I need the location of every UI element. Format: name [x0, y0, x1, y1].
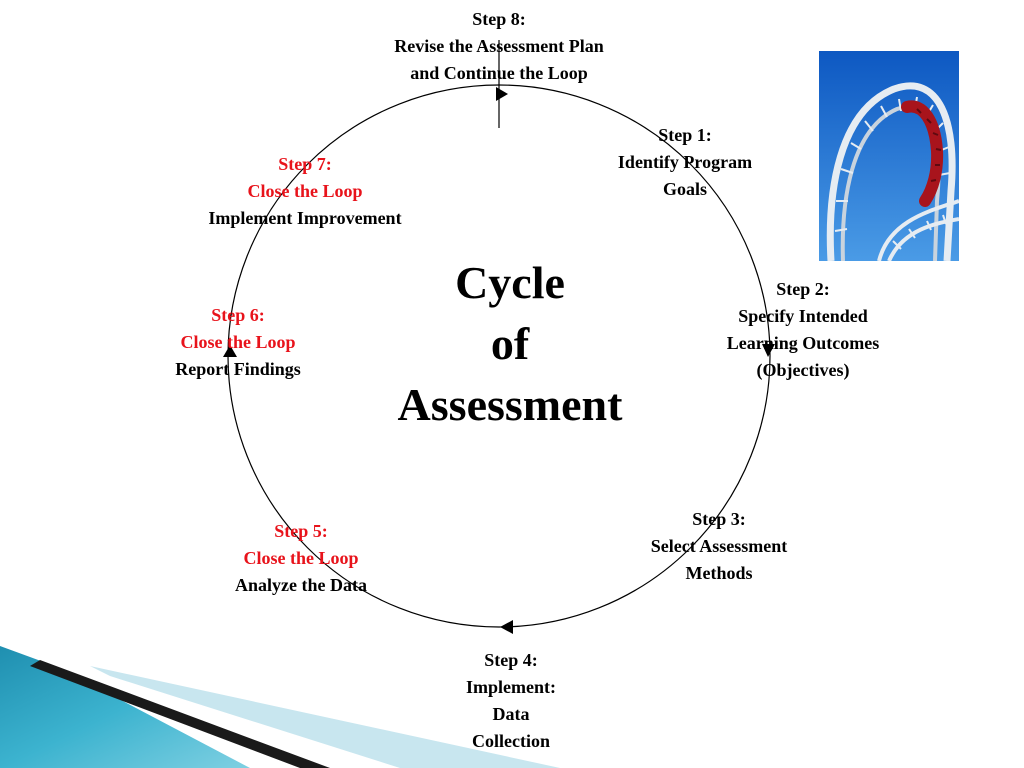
step-5-line-1: Close the Loop: [243, 548, 359, 568]
step-7-line-1: Close the Loop: [247, 181, 363, 201]
roller-coaster-photo: [819, 51, 959, 261]
step-4-line-1: Implement:: [466, 677, 556, 697]
step-1-label: Step 1: Identify Program Goals: [585, 122, 785, 203]
step-4-heading: Step 4:: [484, 650, 538, 670]
step-3-heading: Step 3:: [692, 509, 746, 529]
step-2-line-3: (Objectives): [756, 360, 850, 380]
swoosh-light-band: [90, 666, 560, 768]
step-7-line-2: Implement Improvement: [208, 208, 402, 228]
step-3-label: Step 3: Select Assessment Methods: [619, 506, 819, 587]
coaster-train: [901, 100, 944, 207]
step-8-label: Step 8: Revise the Assessment Plan and C…: [339, 6, 659, 87]
coaster-support-lower: [877, 199, 959, 261]
step-8-line-1: Revise the Assessment Plan: [394, 36, 604, 56]
step-2-label: Step 2: Specify Intended Learning Outcom…: [698, 276, 908, 384]
arrow-top: [496, 87, 508, 101]
coaster-train-seats: [916, 108, 942, 182]
swoosh-dark-band: [30, 660, 330, 768]
step-5-heading: Step 5:: [274, 521, 328, 541]
step-1-line-1: Identify Program: [617, 152, 753, 172]
step-8-heading: Step 8:: [472, 9, 526, 29]
step-6-label: Step 6: Close the Loop Report Findings: [143, 302, 333, 383]
coaster-support-ties: [892, 214, 947, 250]
arrow-bottom: [500, 620, 513, 634]
step-6-line-1: Close the Loop: [180, 332, 296, 352]
step-3-line-1: Select Assessment: [650, 536, 788, 556]
title-line-1: Cycle: [455, 257, 565, 308]
step-1-heading: Step 1:: [658, 125, 712, 145]
title-line-3: Assessment: [397, 379, 623, 430]
step-5-label: Step 5: Close the Loop Analyze the Data: [191, 518, 411, 599]
step-4-line-2: Data: [492, 704, 530, 724]
title-line-2: of: [490, 318, 530, 369]
arrow-right: [762, 344, 775, 357]
coaster-loop-outer: [826, 82, 956, 261]
step-4-label: Step 4: Implement: Data Collection: [431, 647, 591, 755]
step-6-heading: Step 6:: [211, 305, 265, 325]
teal-swoosh-decoration: [0, 646, 560, 768]
step-7-heading: Step 7:: [278, 154, 332, 174]
step-6-line-2: Report Findings: [175, 359, 301, 379]
diagram-title: Cycle of Assessment: [370, 252, 650, 435]
step-2-line-2: Learning Outcomes: [726, 333, 880, 353]
step-2-line-1: Specify Intended: [738, 306, 868, 326]
arrow-left: [223, 345, 237, 357]
step-2-heading: Step 2:: [776, 279, 830, 299]
step-5-line-2: Analyze the Data: [235, 575, 367, 595]
step-8-line-2: and Continue the Loop: [410, 63, 588, 83]
step-3-line-2: Methods: [685, 563, 753, 583]
step-1-line-2: Goals: [662, 179, 707, 199]
step-4-line-3: Collection: [472, 731, 550, 751]
step-7-label: Step 7: Close the Loop Implement Improve…: [170, 151, 440, 232]
